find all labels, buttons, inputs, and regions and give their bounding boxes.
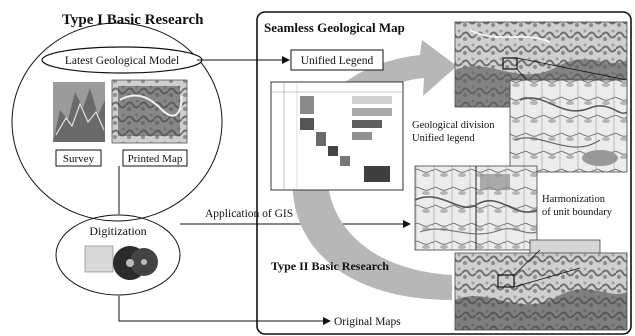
unified-legend-box xyxy=(290,49,384,71)
printed-map-box xyxy=(122,149,188,167)
division-label-2: Unified legend xyxy=(412,133,475,144)
digitization-label: Digitization xyxy=(89,224,146,238)
type2-title: Type II Basic Research xyxy=(271,259,389,273)
division-label-1: Geological division xyxy=(412,120,495,131)
seamless-map-bottom xyxy=(454,252,628,331)
seamless-title: Seamless Geological Map xyxy=(264,20,405,35)
original-maps-label: Original Maps xyxy=(334,316,401,328)
harmonization-label-2: of unit boundary xyxy=(542,207,613,218)
latest-model-label: Latest Geological Model xyxy=(65,55,179,67)
survey-photo xyxy=(53,82,105,142)
survey-label: Survey xyxy=(63,153,95,165)
type1-ellipse xyxy=(11,22,223,222)
zoom-line-top-1 xyxy=(516,57,628,81)
cd-media-icon xyxy=(84,245,158,280)
harmonization-label-1: Harmonization xyxy=(542,194,606,205)
printed-map-thumbnail xyxy=(111,79,188,144)
seamless-panel xyxy=(256,11,632,335)
digitization-ellipse xyxy=(55,214,181,296)
survey-box xyxy=(55,149,102,167)
legend-table-thumbnail xyxy=(270,81,404,191)
seamless-map-detail xyxy=(509,79,628,173)
zoom-line-bottom-1 xyxy=(513,249,541,276)
printed-map-label: Printed Map xyxy=(128,153,183,165)
unified-legend-label: Unified Legend xyxy=(301,55,374,67)
type1-title: Type I Basic Research xyxy=(62,12,204,28)
gis-label: Application of GIS xyxy=(205,208,293,220)
original-maps-arrow xyxy=(118,296,331,325)
zoom-line-bottom-2 xyxy=(513,267,581,288)
